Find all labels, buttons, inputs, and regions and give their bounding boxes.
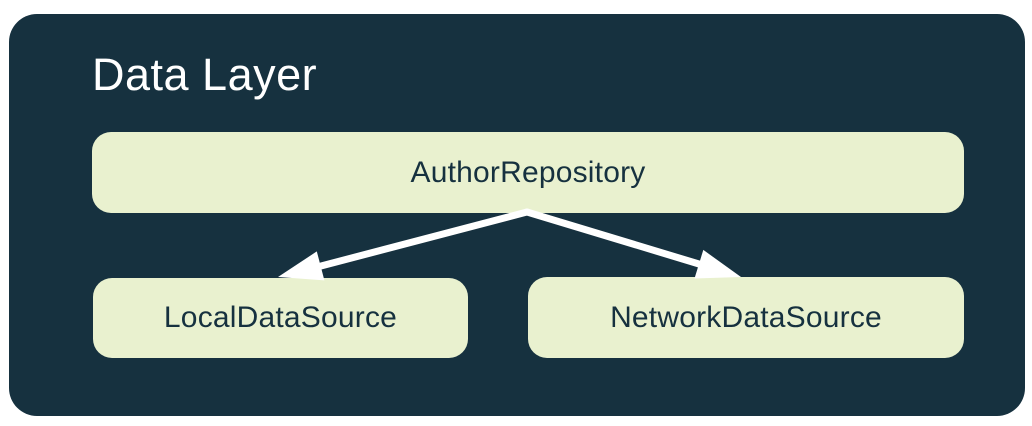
node-network-data-source-label: NetworkDataSource [610, 300, 882, 334]
diagram-title: Data Layer [92, 49, 318, 100]
data-layer-panel: Data Layer AuthorRepository LocalDataSou… [9, 14, 1025, 416]
node-author-repository-label: AuthorRepository [410, 155, 646, 189]
node-network-data-source: NetworkDataSource [528, 277, 964, 358]
node-author-repository: AuthorRepository [92, 132, 964, 213]
node-local-data-source-label: LocalDataSource [163, 301, 398, 334]
node-local-data-source: LocalDataSource [93, 278, 468, 358]
